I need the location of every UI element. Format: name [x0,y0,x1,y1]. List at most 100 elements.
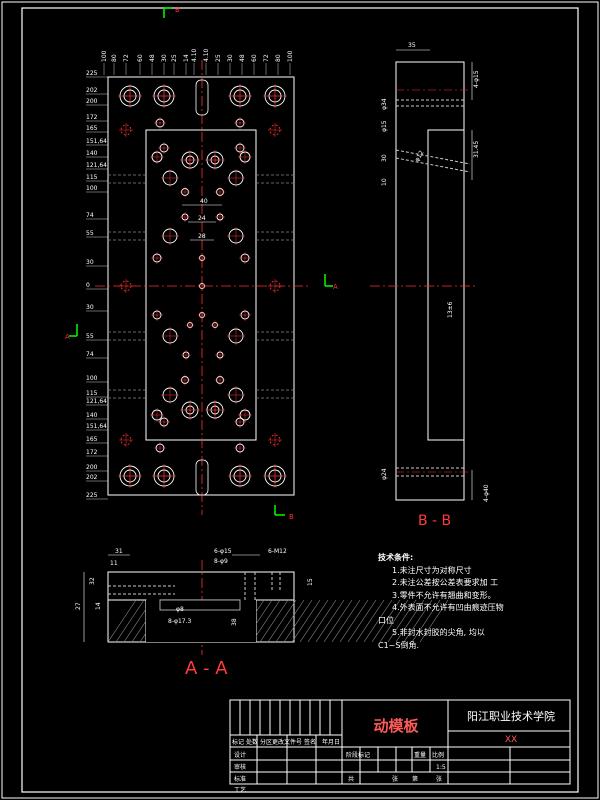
dim-inner-28: 28 [198,233,206,240]
top-dim-label: 100 [101,50,108,62]
svg-text:8-φ9: 8-φ9 [214,558,228,565]
hatch-line [307,599,337,643]
hatch-mask [146,600,256,642]
hatch-line [411,599,441,643]
svg-text:B: B [289,513,294,521]
top-dim-label: 72 [263,54,270,62]
svg-text:1:5: 1:5 [436,764,446,771]
svg-text:27: 27 [75,602,82,610]
hatch-line [379,599,409,643]
technical-requirements: 技术条件: 1.未注尺寸为对称尺寸 2.未注公差按公差表要求加 工 3.零件不允… [378,552,578,652]
top-dim-label: 14 [183,54,190,62]
svg-text:14: 14 [95,602,102,610]
sprue-slot-bottom [195,459,209,496]
left-dim-label: 0 [86,282,90,289]
top-dim-label: 80 [275,54,282,62]
left-dim-label: 121,64 [86,162,107,169]
dim-inner-24: 24 [198,215,206,222]
svg-text:更改文件号: 更改文件号 [272,738,302,746]
hatch-line [403,599,433,643]
left-dim-label: 165 [86,436,98,443]
hatch-line [419,599,449,643]
svg-text:标准: 标准 [234,775,246,783]
svg-text:审核: 审核 [234,763,246,771]
left-dim-label: 172 [86,449,98,456]
left-dim-label: 140 [86,150,98,157]
cavity-outline [145,129,257,441]
svg-text:11: 11 [110,560,118,567]
top-dim-label: 100 [287,50,294,62]
left-dim-label: 115 [86,174,98,181]
left-dim-label: 225 [86,70,98,77]
hatch-line [115,599,145,643]
hatch-line [323,599,353,643]
inner-border [21,7,579,793]
section-marker-b-bottom: B [274,505,294,521]
pocket-outline [159,599,241,611]
section-marker-a-right: A [324,274,338,291]
left-dim-label: 55 [86,230,94,237]
top-dim-label: 4.10 [191,48,198,62]
svg-text:15: 15 [307,578,314,586]
left-dim-label: 30 [86,304,94,311]
side-bores [108,174,294,399]
svg-text:A: A [333,283,338,291]
svg-text:A: A [65,333,70,341]
top-dim-label: 30 [227,54,234,62]
view-label-aa: A - A [185,658,228,679]
hatch-line [259,599,289,643]
svg-text:张: 张 [392,775,398,783]
svg-text:阶段标记: 阶段标记 [346,751,370,759]
hatch-line [291,599,321,643]
svg-text:共: 共 [348,775,354,783]
hatch-line [283,599,313,643]
left-dim-label: 225 [86,492,98,499]
top-dim-label: 48 [149,54,156,62]
svg-text:重量: 重量 [414,751,426,759]
left-dim-label: 140 [86,412,98,419]
tech-item: 4.外表面不允许有凹由痕迹压物 [392,603,504,612]
svg-text:31.45: 31.45 [473,141,480,158]
svg-text:第: 第 [412,775,418,783]
part-name: 动模板 [373,716,419,735]
title-block [229,699,571,785]
left-dim-label: 100 [86,375,98,382]
svg-text:10: 10 [381,178,388,186]
section-marker-b-top: B [163,6,180,18]
top-dim-label: 4.10 [203,48,210,62]
svg-text:张: 张 [436,775,442,783]
svg-text:30: 30 [381,154,388,162]
tech-item: 3.零件不允许有翘曲和变形。 [392,590,496,600]
left-dim-label: 30 [86,259,94,266]
sprue-slot-top [195,79,209,116]
left-dim-label: 200 [86,98,98,105]
top-dim-label: 25 [215,54,222,62]
svg-text:B: B [175,6,180,14]
svg-text:签名: 签名 [304,738,316,746]
hatch-line [251,599,281,643]
hatch-line [347,599,377,643]
svg-text:设计: 设计 [234,751,246,759]
school-name: 阳江职业技术学院 [467,710,555,723]
svg-text:31: 31 [115,548,123,555]
left-dim-label: 172 [86,114,98,121]
top-dim-label: 25 [171,54,178,62]
top-dim-label: 72 [123,54,130,62]
bb-dimensions: 35 4-φ15 φ34 φ15 φ12 30 31.45 10 13±6 φ2… [381,42,490,502]
left-dim-label: 202 [86,474,98,481]
svg-text:6-φ15: 6-φ15 [214,548,232,555]
left-dim-label: 55 [86,333,94,340]
left-dim-label: 200 [86,464,98,471]
left-dim-label: 151,64 [86,423,107,430]
svg-text:13±6: 13±6 [447,301,454,318]
hatch-line [315,599,345,643]
svg-text:分区: 分区 [260,738,272,746]
left-dim-label: 74 [86,212,94,219]
tech-item: 5.非封水封胶的尖角, 均以 [392,628,485,637]
tech-item: 口位 [378,615,394,625]
top-dim-label: 60 [137,54,144,62]
svg-text:32: 32 [89,577,96,585]
hatch-line [363,599,393,643]
